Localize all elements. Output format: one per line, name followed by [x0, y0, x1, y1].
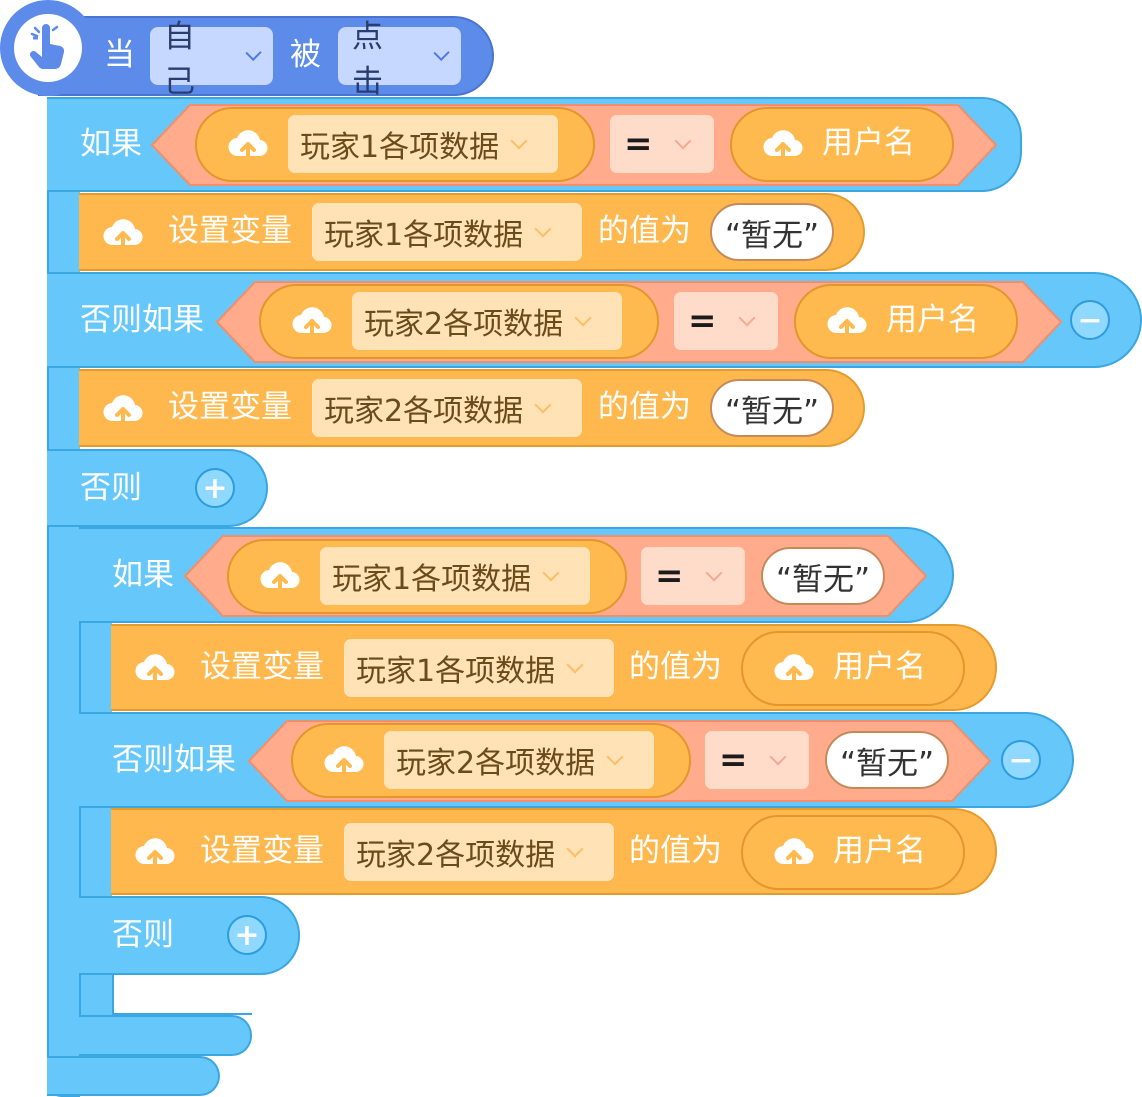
plus-icon: +: [234, 917, 260, 953]
minus-icon: −: [1077, 302, 1103, 338]
cloud-upload-icon: [763, 126, 803, 162]
else-if-label-2: 否则如果: [112, 742, 236, 778]
chevron-down-icon: [433, 44, 450, 62]
var-name: 玩家2各项数据: [324, 394, 524, 429]
username-label: 用户名: [886, 302, 979, 338]
add-branch-button[interactable]: +: [227, 915, 267, 955]
chevron-down-icon: [245, 44, 262, 62]
chevron-down-icon: [566, 656, 584, 674]
cloud-upload-icon: [260, 558, 300, 594]
cloud-upload-icon: [292, 303, 332, 339]
if-label-1: 如果: [80, 126, 142, 162]
var-dropdown-p2[interactable]: 玩家2各项数据: [344, 823, 614, 881]
var-dropdown-p1[interactable]: 玩家1各项数据: [288, 115, 558, 173]
var-dropdown-p1[interactable]: 玩家1各项数据: [312, 203, 582, 261]
cloud-upload-icon: [228, 126, 268, 162]
else-label-2: 否则: [112, 917, 174, 953]
username-label: 用户名: [833, 833, 926, 869]
value-is-label: 的值为: [598, 213, 691, 249]
chevron-down-icon: [566, 840, 584, 858]
chevron-down-icon: [534, 396, 552, 414]
var-name: 玩家1各项数据: [356, 654, 556, 689]
value-is-label: 的值为: [629, 833, 722, 869]
event-when-label: 当: [104, 37, 135, 73]
string-input[interactable]: “暂无”: [710, 379, 834, 437]
else-label-1: 否则: [80, 470, 142, 506]
var-dropdown-p2[interactable]: 玩家2各项数据: [384, 731, 654, 789]
set-var-label: 设置变量: [168, 213, 292, 249]
string-input[interactable]: “暂无”: [761, 547, 885, 605]
event-by-label: 被: [290, 37, 321, 73]
chevron-down-icon: [534, 220, 552, 238]
minus-icon: −: [1008, 742, 1034, 778]
chevron-down-icon: [574, 309, 592, 327]
username-label: 用户名: [833, 649, 926, 685]
operator-value: =: [655, 556, 684, 596]
cloud-upload-icon: [774, 834, 814, 870]
remove-branch-button[interactable]: −: [1001, 740, 1041, 780]
event-target-value: 自己: [164, 19, 195, 100]
string-input[interactable]: “暂无”: [710, 203, 834, 261]
var-dropdown-p2[interactable]: 玩家2各项数据: [312, 379, 582, 437]
operator-value: =: [624, 124, 653, 164]
event-target-dropdown[interactable]: 自己: [150, 19, 273, 100]
var-name: 玩家2各项数据: [364, 307, 564, 342]
var-dropdown-p2[interactable]: 玩家2各项数据: [352, 292, 622, 350]
chevron-down-icon: [705, 564, 722, 582]
plus-icon: +: [202, 470, 228, 506]
set-var-label: 设置变量: [168, 389, 292, 425]
operator-value: =: [688, 301, 717, 341]
cloud-upload-icon: [135, 650, 175, 686]
add-branch-button[interactable]: +: [195, 468, 235, 508]
cloud-upload-icon: [827, 303, 867, 339]
cloud-upload-icon: [103, 391, 143, 427]
chevron-down-icon: [769, 748, 786, 766]
var-dropdown-p1[interactable]: 玩家1各项数据: [320, 547, 590, 605]
event-action-value: 点击: [352, 19, 383, 100]
value-is-label: 的值为: [598, 389, 691, 425]
if-block-inner-footer: [79, 1015, 252, 1056]
var-dropdown-p1[interactable]: 玩家1各项数据: [344, 639, 614, 697]
if-label-2: 如果: [112, 557, 174, 593]
if-block-outer-footer: [47, 1056, 220, 1096]
operator-dropdown[interactable]: =: [610, 115, 714, 173]
chevron-down-icon: [542, 564, 560, 582]
var-name: 玩家1各项数据: [324, 218, 524, 253]
else-if-label-1: 否则如果: [80, 302, 204, 338]
operator-dropdown[interactable]: =: [705, 731, 809, 789]
remove-branch-button[interactable]: −: [1070, 300, 1110, 340]
username-reporter[interactable]: [730, 107, 954, 182]
hand-pointer-icon: [26, 24, 70, 72]
chevron-down-icon: [606, 748, 624, 766]
cloud-upload-icon: [774, 650, 814, 686]
chevron-down-icon: [674, 132, 691, 150]
value-is-label: 的值为: [629, 649, 722, 685]
var-name: 玩家2各项数据: [396, 746, 596, 781]
username-label: 用户名: [822, 125, 915, 161]
set-var-label: 设置变量: [200, 833, 324, 869]
cloud-upload-icon: [103, 215, 143, 251]
var-name: 玩家1各项数据: [332, 562, 532, 597]
chevron-down-icon: [738, 309, 755, 327]
var-name: 玩家2各项数据: [356, 838, 556, 873]
set-var-label: 设置变量: [200, 649, 324, 685]
operator-value: =: [719, 740, 748, 780]
cloud-upload-icon: [135, 834, 175, 870]
username-reporter[interactable]: [794, 284, 1018, 359]
cloud-upload-icon: [324, 742, 364, 778]
if-block-outer-arm: [47, 97, 80, 1097]
operator-dropdown[interactable]: =: [641, 547, 745, 605]
string-input[interactable]: “暂无”: [825, 731, 949, 789]
var-name: 玩家1各项数据: [300, 130, 500, 165]
event-action-dropdown[interactable]: 点击: [338, 19, 461, 100]
username-reporter[interactable]: [741, 815, 965, 890]
operator-dropdown[interactable]: =: [674, 292, 778, 350]
chevron-down-icon: [510, 132, 528, 150]
